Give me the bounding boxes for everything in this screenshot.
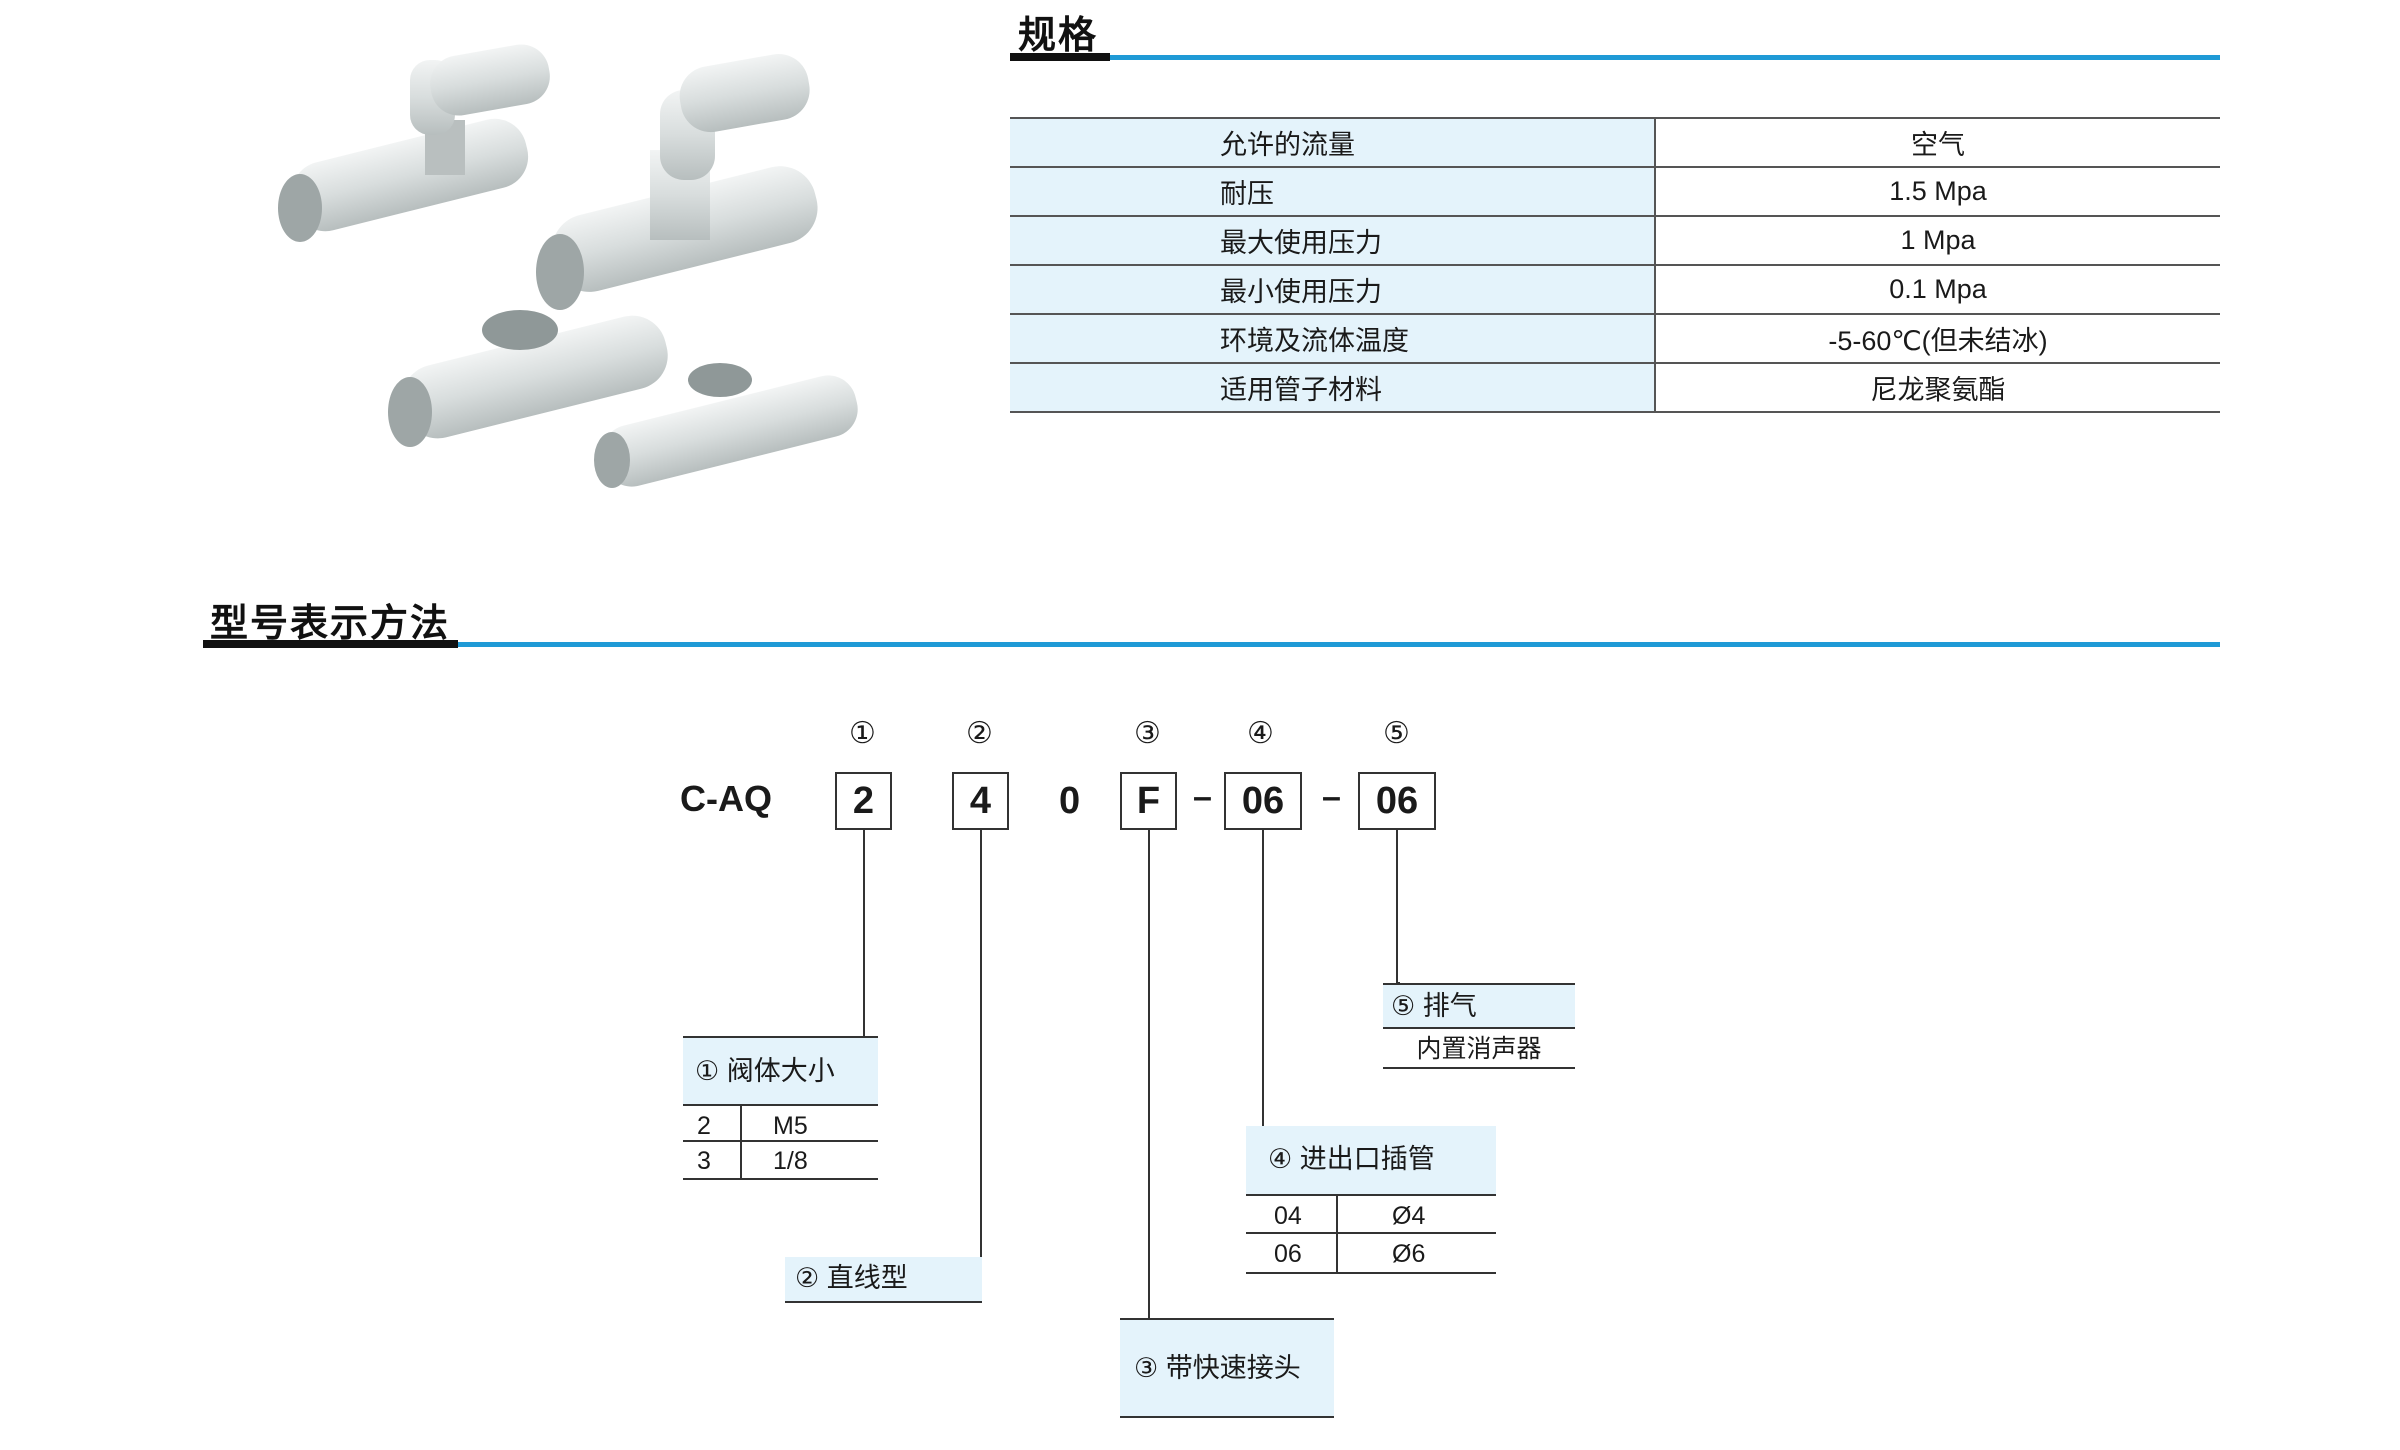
legend-size-code: 3 (697, 1147, 711, 1175)
marker-4: ④ (1247, 717, 1274, 750)
legend-type-title: ② 直线型 (795, 1263, 908, 1293)
spec-title: 规格 (1018, 15, 1099, 57)
marker-2: ② (966, 717, 993, 750)
legend-tube-title: ④ 进出口插管 (1268, 1144, 1435, 1174)
legend-size-code: 2 (697, 1112, 711, 1140)
leader-tube (1262, 830, 1264, 1130)
legend-exhaust-header: ⑤ 排气 (1383, 983, 1575, 1029)
spec-label: 耐压 (1010, 167, 1656, 217)
fitting-elbow-large (536, 53, 818, 310)
spec-label: 允许的流量 (1010, 117, 1656, 168)
spec-value: 空气 (1655, 117, 2220, 168)
spec-label: 环境及流体温度 (1010, 314, 1656, 364)
spec-label: 最小使用压力 (1010, 265, 1656, 315)
table-row: 环境及流体温度-5-60℃(但未结冰) (1010, 314, 2220, 364)
legend-exhaust-sub-row: 内置消声器 (1383, 1029, 1575, 1069)
table-row: 2 M5 (683, 1106, 878, 1142)
legend-quick-header: ③ 带快速接头 (1120, 1318, 1334, 1418)
legend-size-header: ① 阀体大小 (683, 1036, 878, 1106)
leader-size (863, 830, 865, 1037)
spec-label: 适用管子材料 (1010, 363, 1656, 413)
spec-value: 1 Mpa (1655, 216, 2220, 266)
spec-label: 最大使用压力 (1010, 216, 1656, 266)
table-row: 3 1/8 (683, 1142, 878, 1180)
table-row: 允许的流量空气 (1010, 117, 2220, 168)
legend-quick-title: ③ 带快速接头 (1134, 1353, 1301, 1383)
spec-title-underline (1010, 53, 1110, 61)
code-digit-zero: 0 (1059, 780, 1081, 822)
code-dash-1: – (1193, 778, 1212, 816)
legend-exhaust-sub: 内置消声器 (1416, 1035, 1542, 1063)
legend-tube-value: Ø4 (1392, 1202, 1426, 1230)
code-box-tube: 06 (1224, 772, 1302, 830)
legend-tube-divider (1336, 1196, 1338, 1274)
model-title: 型号表示方法 (210, 603, 451, 645)
spec-value: 0.1 Mpa (1655, 265, 2220, 315)
model-prefix: C-AQ (680, 778, 772, 819)
legend-exhaust-title: ⑤ 排气 (1391, 991, 1477, 1021)
marker-1: ① (849, 717, 876, 750)
fitting-straight-small (594, 363, 858, 488)
table-row: 06 Ø6 (1246, 1234, 1496, 1274)
spec-value: -5-60℃(但未结冰) (1655, 314, 2220, 364)
legend-tube-value: Ø6 (1392, 1240, 1426, 1268)
marker-3: ③ (1134, 717, 1161, 750)
code-box-exhaust: 06 (1358, 772, 1436, 830)
leader-quick (1148, 830, 1150, 1320)
model-title-rule (458, 642, 2220, 647)
legend-size-value: 1/8 (773, 1147, 808, 1175)
legend-size-divider (740, 1106, 742, 1180)
spec-value: 1.5 Mpa (1655, 167, 2220, 217)
legend-tube-code: 04 (1274, 1202, 1302, 1230)
table-row: 04 Ø4 (1246, 1196, 1496, 1234)
spec-value: 尼龙聚氨酯 (1655, 363, 2220, 413)
product-photo (278, 44, 858, 488)
leader-type (980, 830, 982, 1258)
fitting-straight-large (388, 310, 668, 447)
spec-title-rule (1110, 55, 2220, 60)
marker-5: ⑤ (1383, 717, 1410, 750)
table-row: 适用管子材料尼龙聚氨酯 (1010, 363, 2220, 413)
fitting-elbow-small (278, 44, 550, 242)
code-box-quick: F (1120, 772, 1177, 830)
legend-size-value: M5 (773, 1112, 808, 1140)
legend-size-title: ① 阀体大小 (695, 1056, 835, 1086)
model-title-underline (203, 640, 458, 648)
code-box-type: 4 (952, 772, 1009, 830)
legend-tube-header: ④ 进出口插管 (1246, 1126, 1496, 1196)
leader-exhaust (1396, 830, 1398, 983)
code-box-size: 2 (835, 772, 892, 830)
legend-type-header: ② 直线型 (785, 1257, 982, 1303)
code-dash-2: – (1322, 778, 1341, 816)
legend-tube-code: 06 (1274, 1240, 1302, 1268)
